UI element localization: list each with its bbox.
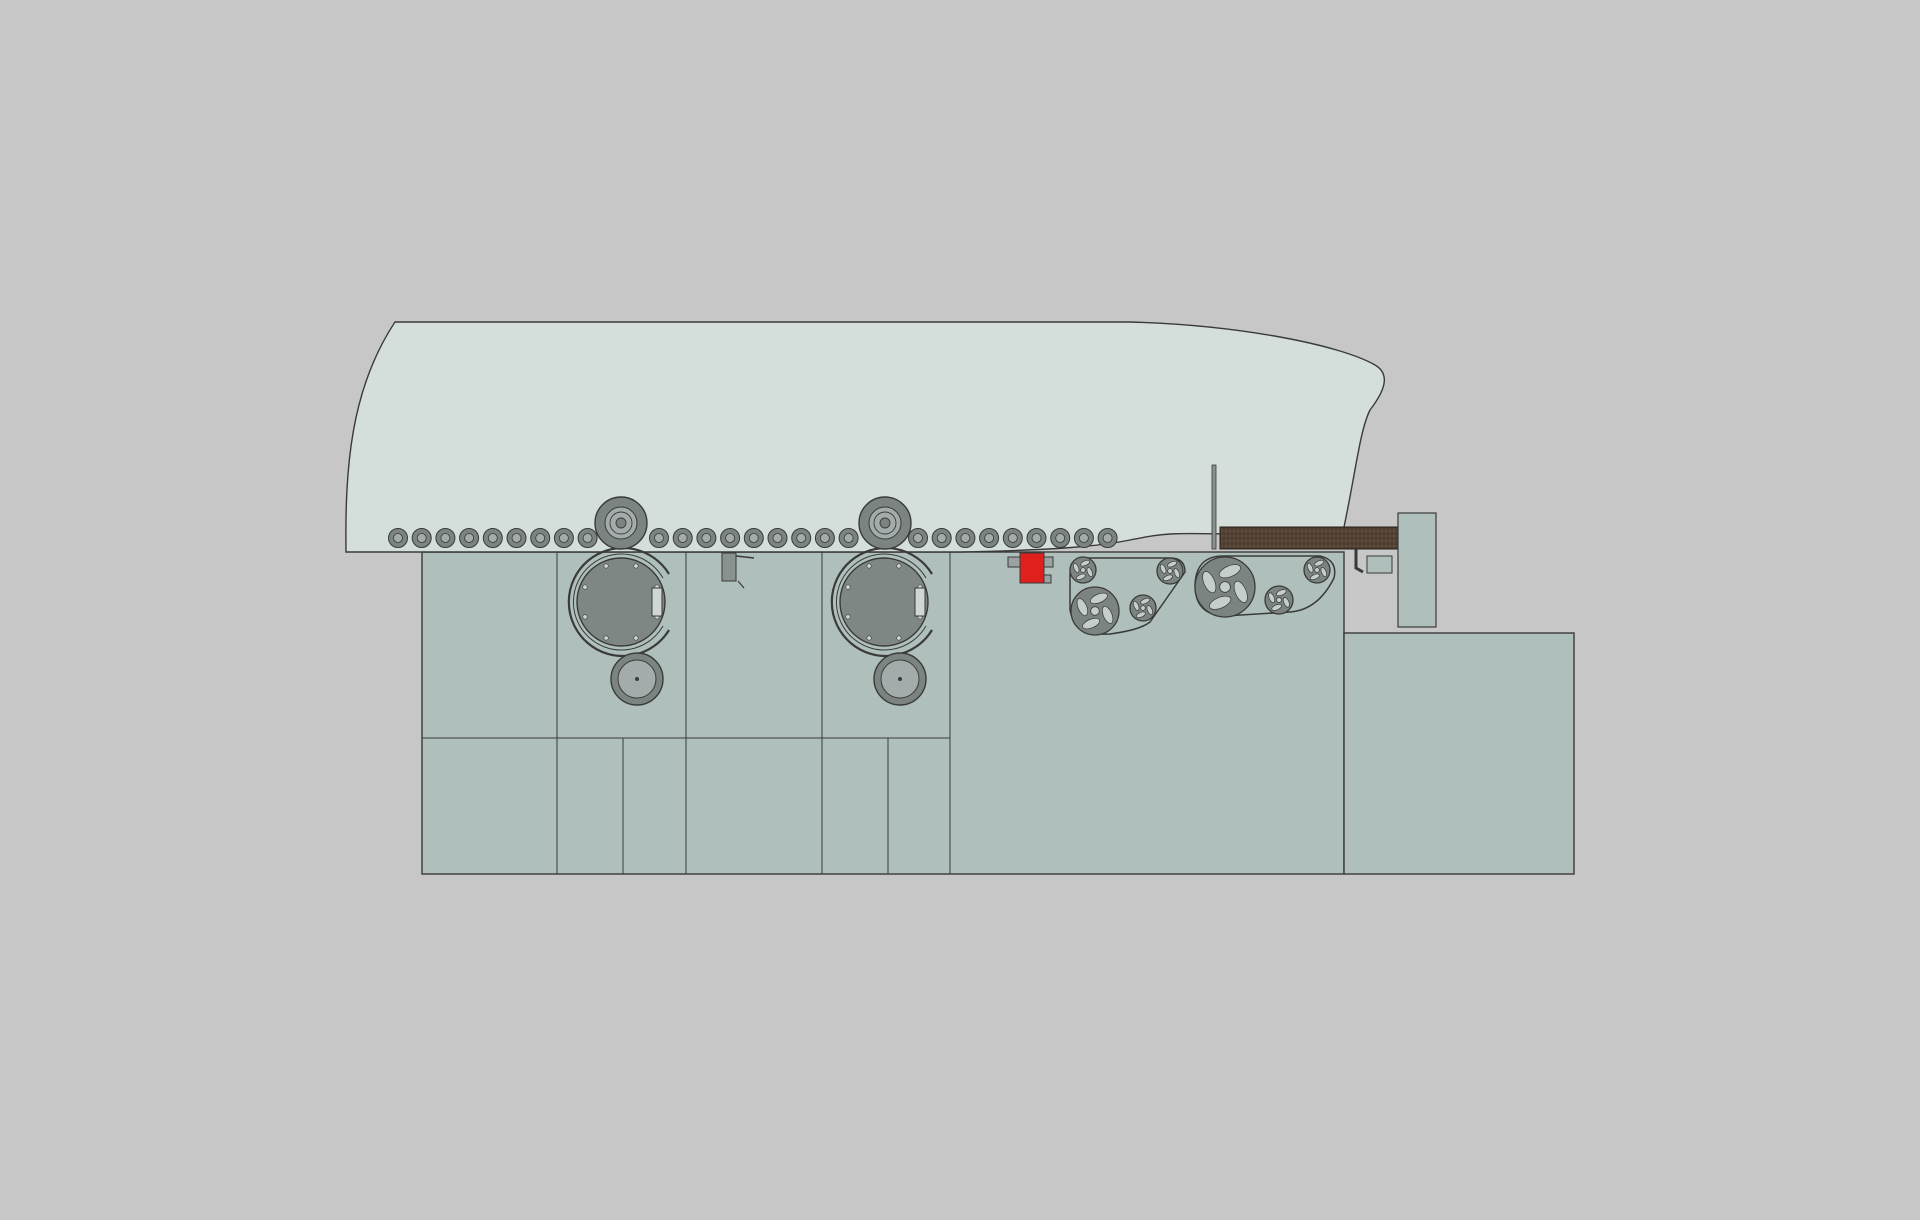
fan-unit-2 [1194, 555, 1336, 618]
conveyor-roller [955, 528, 976, 548]
conveyor-roller [838, 528, 859, 548]
lower-roller-1 [610, 652, 664, 706]
pressure-roller-2 [858, 496, 912, 550]
conveyor-roller [1073, 528, 1094, 548]
machine-hood [345, 321, 1386, 553]
guide-rod [1211, 464, 1217, 550]
conveyor-roller [931, 528, 952, 548]
conveyor-roller [388, 528, 408, 548]
conveyor-roller [1026, 528, 1047, 548]
fan-units [1069, 555, 1336, 636]
conveyor-roller [530, 528, 551, 548]
conveyor-roller [482, 528, 503, 548]
conveyor-roller [743, 528, 764, 548]
panel-dividers [422, 552, 1345, 874]
outfeed-belt [1219, 526, 1401, 550]
red-sensor-box [1007, 552, 1054, 584]
conveyor-roller [577, 528, 598, 548]
conveyor-roller [411, 528, 432, 548]
conveyor-roller [720, 528, 741, 548]
outfeed-post [1354, 512, 1437, 628]
conveyor-roller [767, 528, 788, 548]
heated-drum-2 [830, 546, 933, 658]
pressure-roller-1 [594, 496, 648, 550]
conveyor-roller [553, 528, 574, 548]
conveyor-roller [649, 528, 669, 548]
pressure-rollers [594, 496, 912, 550]
conveyor-roller [696, 528, 717, 548]
conveyor-roller [459, 528, 480, 548]
conveyor-roller [1050, 528, 1071, 548]
heated-drums [567, 546, 933, 658]
guide-bracket [721, 552, 755, 589]
conveyor-roller [1002, 528, 1023, 548]
lower-roller-2 [873, 652, 927, 706]
conveyor-roller [979, 528, 1000, 548]
conveyor-roller [672, 528, 693, 548]
conveyor-roller [1097, 528, 1118, 548]
conveyor-roller [814, 528, 835, 548]
conveyor-roller [908, 528, 928, 548]
lower-rollers [610, 652, 927, 706]
conveyor-roller [506, 528, 527, 548]
fan-unit-1 [1069, 556, 1186, 636]
conveyor-roller [791, 528, 812, 548]
conveyor-roller [435, 528, 456, 548]
conveyor-rollers [388, 528, 1118, 548]
base-right-panel [1343, 632, 1575, 875]
